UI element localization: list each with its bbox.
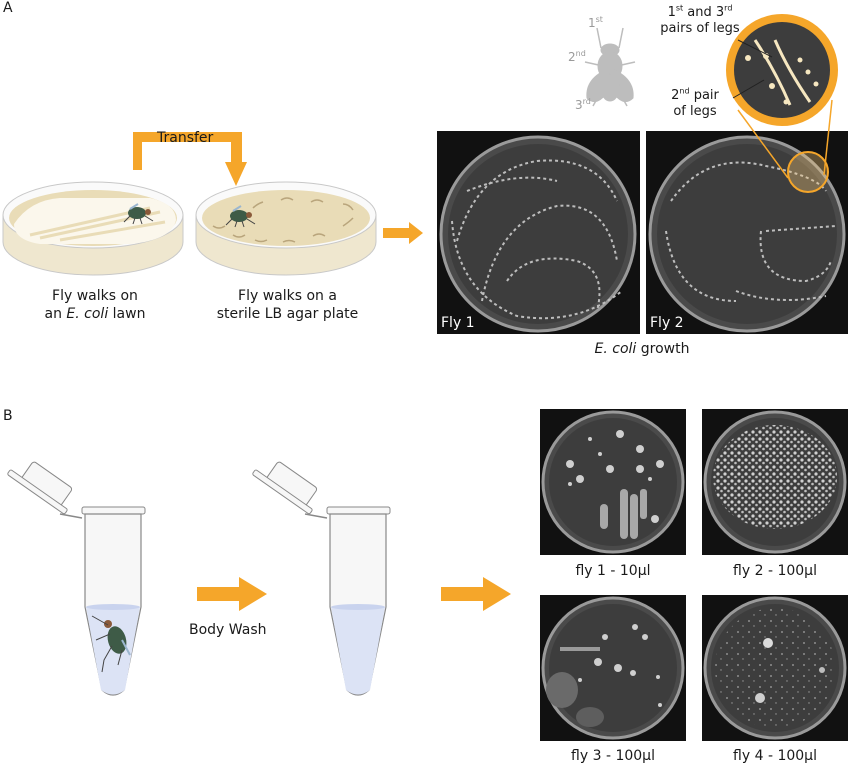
growth-caption: E. coli growth (537, 340, 747, 358)
leg-num: 1 (588, 16, 596, 30)
caption-italic: E. coli (66, 306, 109, 322)
step1-caption-line1: Fly walks on (52, 288, 138, 304)
step1-caption-line2: an E. coli lawn (20, 305, 170, 323)
fly-silhouette-diagram (575, 18, 655, 118)
tube-wash-liquid (245, 450, 395, 704)
callout-2nd-legs: 2nd pair of legs (660, 86, 730, 120)
magnifier-inset (720, 10, 850, 194)
arrow-right-icon (441, 577, 511, 615)
callout-leader-lines (732, 39, 773, 99)
callout-sup: st (675, 3, 684, 13)
plate-caption: fly 1 - 10µl (575, 563, 651, 579)
leg-num: 3 (575, 98, 583, 112)
step2-caption-line1: Fly walks on a (238, 288, 337, 304)
step1-caption: Fly walks on an E. coli lawn (20, 287, 170, 323)
step2-caption-line2: sterile LB agar plate (216, 306, 359, 322)
callout-text: pair (689, 88, 719, 103)
leg-label-2nd: 2nd (568, 49, 586, 65)
leg-num: 2 (568, 50, 576, 64)
leg-sup: rd (582, 97, 591, 106)
plate-caption: fly 3 - 100µl (571, 748, 655, 764)
arrow-right-icon (383, 222, 423, 248)
caption-italic: E. coli (594, 341, 637, 357)
petri-dish-sterile-lb (193, 180, 379, 284)
plate-fly-2 (702, 409, 848, 555)
photo-fly-2: Fly 2 (646, 131, 848, 334)
step2-caption: Fly walks on a sterile LB agar plate (205, 287, 370, 323)
photo-fly-1: Fly 1 (437, 131, 640, 334)
callout-text: and 3 (683, 5, 725, 20)
callout-line2: pairs of legs (660, 21, 740, 36)
plate-fly-4 (702, 595, 848, 741)
plate-fly-3 (540, 595, 686, 741)
callout-sup: nd (679, 86, 690, 96)
petri-dish-ecoli-lawn (0, 180, 186, 284)
callout-1st-3rd-legs: 1st and 3rd pairs of legs (650, 3, 750, 37)
caption-prefix: an (44, 306, 67, 322)
callout-sup: rd (724, 3, 733, 13)
photo-label: Fly 1 (441, 315, 475, 331)
panel-a-label: A (3, 0, 13, 16)
caption-rest: growth (636, 341, 690, 357)
plate-caption: fly 2 - 100µl (733, 563, 817, 579)
panel-b-label: B (3, 408, 13, 424)
photo-label: Fly 2 (650, 315, 684, 331)
arrow-right-icon (197, 577, 267, 615)
callout-line2: of legs (673, 104, 717, 119)
callout-num: 2 (671, 88, 680, 103)
leg-label-3rd: 3rd (575, 97, 591, 113)
leg-sup: nd (575, 49, 586, 58)
leg-label-1st: 1st (588, 15, 603, 31)
tube-with-fly (0, 450, 150, 704)
callout-num: 1 (667, 5, 676, 20)
transfer-arrow (133, 132, 248, 188)
caption-suffix: lawn (108, 306, 146, 322)
plate-caption: fly 4 - 100µl (733, 748, 817, 764)
callout-line1: 1st and 3rd (650, 3, 750, 21)
plate-fly-1 (540, 409, 686, 555)
body-wash-label: Body Wash (189, 622, 267, 638)
leg-sup: st (595, 15, 603, 24)
transfer-label: Transfer (157, 130, 214, 146)
callout-line1: 2nd pair (660, 86, 730, 104)
